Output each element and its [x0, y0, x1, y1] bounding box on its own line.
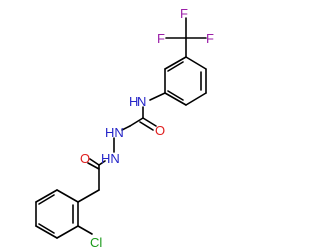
atom-o-urea: O — [155, 123, 165, 138]
bond-urea-co-2 — [139, 121, 154, 131]
bond-ring1-d — [164, 92, 187, 106]
atom-f-right: F — [206, 31, 214, 46]
bond-ring1-f — [164, 56, 187, 70]
bond-ring2-b — [56, 225, 79, 239]
atom-cl: Cl — [90, 235, 102, 250]
bond-ring2-inner-3 — [38, 194, 55, 205]
atom-hn-upper: HN — [105, 125, 124, 140]
bond-nh-c2 — [129, 117, 144, 127]
bond-amide-co-1 — [89, 158, 100, 166]
bond-ring2-f — [56, 189, 79, 203]
molecule-structure-diagram: F F F N H O HN O HN Cl — [35, 6, 214, 250]
bond-ring1-a — [185, 56, 207, 70]
bond-ring2-c — [35, 225, 58, 239]
atom-n-aryl: N — [137, 94, 146, 109]
bond-c-hn-upper — [121, 125, 131, 131]
bond-amide-co-2 — [87, 162, 100, 170]
bond-ring2-e — [35, 189, 58, 203]
atom-h-aryl: H — [129, 94, 138, 109]
bond-hn-c — [98, 160, 106, 166]
bond-ring-nh — [149, 92, 166, 101]
bond-ring2-inner-2 — [38, 223, 55, 234]
atom-labels: F F F N H O HN O HN Cl — [80, 6, 214, 250]
bond-ring-cl — [77, 225, 93, 235]
bond-ring1-inner-2 — [167, 90, 184, 101]
atom-f-top: F — [180, 6, 188, 21]
bond-urea-co-1 — [142, 117, 157, 127]
bond-ch2-ring — [77, 189, 100, 203]
atom-o-amide: O — [80, 151, 90, 166]
atom-hn-lower: HN — [101, 151, 120, 166]
bond-ring1-inner-3 — [167, 61, 184, 72]
atom-f-left: F — [157, 31, 165, 46]
bond-ring1-c — [185, 92, 207, 106]
bonds — [35, 17, 207, 239]
